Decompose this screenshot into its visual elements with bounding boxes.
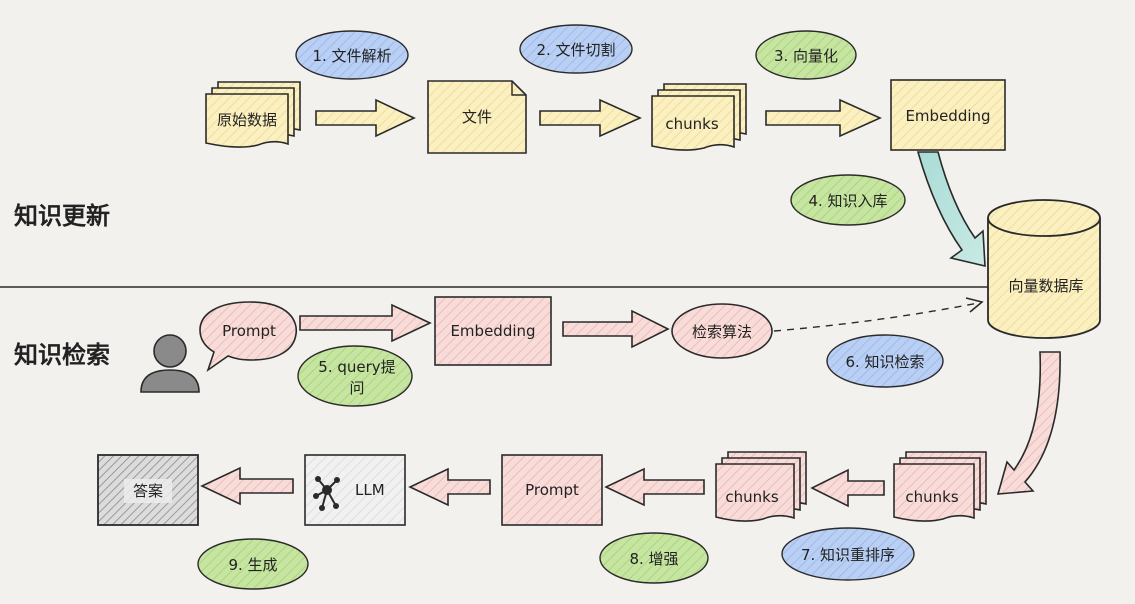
file-node: 文件 (427, 80, 527, 154)
user-icon (140, 334, 200, 393)
chunks-left-label: chunks (725, 488, 778, 506)
prompt-box-label: Prompt (525, 481, 579, 499)
step-5-label-line2: 问 (349, 379, 364, 397)
step-7-bubble: 7. 知识重排序 (781, 527, 915, 581)
arrow-raw-to-file (315, 98, 416, 138)
answer-node: 答案 (97, 454, 199, 526)
step-1-bubble: 1. 文件解析 (295, 30, 409, 80)
dashed-arrow-head (965, 297, 984, 313)
step-3-bubble: 3. 向量化 (755, 30, 857, 80)
chunks-top-label: chunks (665, 115, 718, 133)
search-algo-label: 检索算法 (692, 323, 752, 341)
answer-label: 答案 (133, 482, 163, 500)
step-2-label: 2. 文件切割 (536, 41, 615, 59)
step-5-bubble: 5. query提 问 (297, 345, 413, 407)
chunks-right-node: chunks (893, 451, 987, 522)
file-label: 文件 (462, 108, 492, 126)
step-4-bubble: 4. 知识入库 (790, 174, 906, 226)
step-6-label: 6. 知识检索 (845, 353, 924, 371)
arrow-llm-to-answer (200, 466, 294, 506)
step-9-bubble: 9. 生成 (197, 538, 309, 590)
arrow-embedding-to-search (562, 309, 670, 349)
step-7-label: 7. 知识重排序 (801, 546, 895, 564)
arrow-chunks-to-embedding (765, 98, 882, 138)
prompt-bubble-node: Prompt (199, 301, 298, 373)
step-1-label: 1. 文件解析 (312, 47, 391, 65)
arrow-prompt-to-llm (408, 467, 491, 507)
step-8-label: 8. 增强 (629, 550, 678, 568)
vector-db-label: 向量数据库 (1008, 277, 1083, 295)
arrow-embedding-to-db (916, 151, 986, 268)
step-5-label-line1: 5. query提 (318, 358, 395, 376)
prompt-bubble-label: Prompt (222, 322, 276, 340)
raw-data-label: 原始数据 (217, 111, 277, 129)
step-9-label: 9. 生成 (228, 556, 277, 574)
vector-db-node: 向量数据库 (987, 199, 1101, 339)
search-algo-node: 检索算法 (671, 303, 773, 359)
step-3-label: 3. 向量化 (774, 47, 838, 65)
raw-data-node: 原始数据 (205, 81, 301, 148)
dashed-arrow-search-to-db (773, 302, 979, 332)
arrow-prompt-to-embedding (299, 303, 432, 343)
llm-node: LLM (304, 454, 406, 526)
arrow-rerank (810, 468, 885, 508)
chunks-right-label: chunks (905, 488, 958, 506)
arrow-db-to-chunks (996, 351, 1061, 495)
embedding-mid-node: Embedding (434, 296, 552, 366)
arrow-file-to-chunks (539, 98, 642, 138)
step-4-label: 4. 知识入库 (808, 192, 887, 210)
embedding-top-label: Embedding (905, 107, 990, 125)
neural-network-icon (313, 476, 340, 511)
chunks-top-node: chunks (651, 83, 747, 151)
step-8-bubble: 8. 增强 (599, 532, 709, 584)
step-2-bubble: 2. 文件切割 (519, 24, 633, 74)
prompt-box-node: Prompt (501, 454, 603, 526)
step-6-bubble: 6. 知识检索 (826, 334, 944, 388)
section-label-update: 知识更新 (14, 202, 110, 230)
embedding-top-node: Embedding (890, 79, 1006, 151)
llm-label: LLM (355, 481, 385, 499)
section-label-retrieval: 知识检索 (14, 341, 110, 369)
embedding-mid-label: Embedding (450, 322, 535, 340)
arrow-chunks-to-prompt (604, 467, 705, 507)
chunks-left-node: chunks (715, 451, 807, 522)
